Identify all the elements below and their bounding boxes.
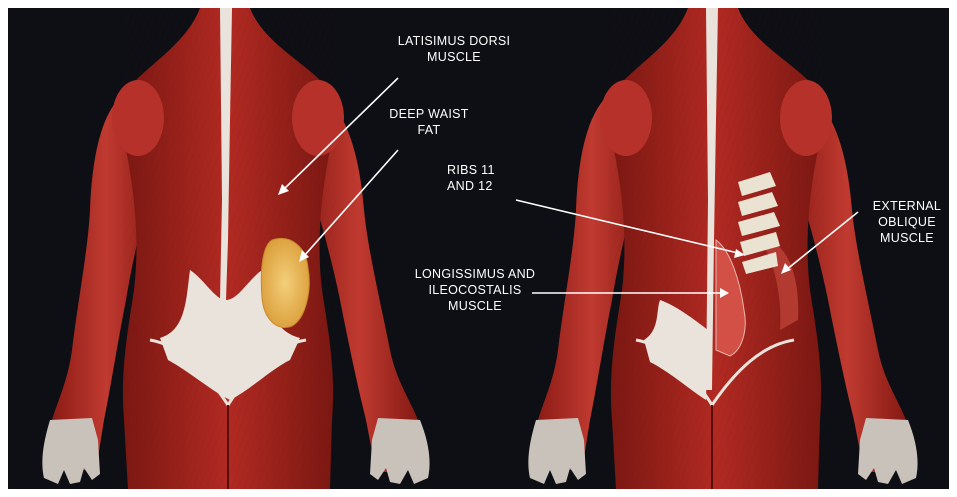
label-latissimus-line-2: MUSCLE bbox=[388, 49, 520, 65]
label-longissimus-ileocostalis: LONGISSIMUS AND ILEOCOSTALIS MUSCLE bbox=[410, 266, 540, 314]
left-figure-left-deltoid bbox=[112, 80, 164, 156]
label-ribs-line-1: RIBS 11 bbox=[447, 162, 521, 178]
label-ribs-line-2: AND 12 bbox=[447, 178, 521, 194]
label-longissimus-line-3: MUSCLE bbox=[410, 298, 540, 314]
label-longissimus-line-2: ILEOCOSTALIS bbox=[410, 282, 540, 298]
left-figure-right-hand bbox=[370, 418, 430, 484]
left-figure-left-hand bbox=[42, 418, 100, 484]
label-longissimus-line-1: LONGISSIMUS AND bbox=[410, 266, 540, 282]
label-external-line-1: EXTERNAL bbox=[866, 198, 948, 214]
right-figure-left-hand bbox=[528, 418, 586, 484]
label-ribs-11-and-12: RIBS 11 AND 12 bbox=[447, 162, 521, 194]
label-external-oblique: EXTERNAL OBLIQUE MUSCLE bbox=[866, 198, 948, 246]
label-deep-fat-line-1: DEEP WAIST bbox=[370, 106, 488, 122]
right-figure-right-deltoid bbox=[780, 80, 832, 156]
label-latissimus-dorsi: LATISIMUS DORSI MUSCLE bbox=[388, 33, 520, 65]
label-external-line-3: MUSCLE bbox=[866, 230, 948, 246]
label-external-line-2: OBLIQUE bbox=[866, 214, 948, 230]
right-figure-right-hand bbox=[858, 418, 918, 484]
label-deep-waist-fat: DEEP WAIST FAT bbox=[370, 106, 488, 138]
right-figure-left-deltoid bbox=[600, 80, 652, 156]
left-figure-right-deltoid bbox=[292, 80, 344, 156]
label-latissimus-line-1: LATISIMUS DORSI bbox=[388, 33, 520, 49]
label-deep-fat-line-2: FAT bbox=[370, 122, 488, 138]
